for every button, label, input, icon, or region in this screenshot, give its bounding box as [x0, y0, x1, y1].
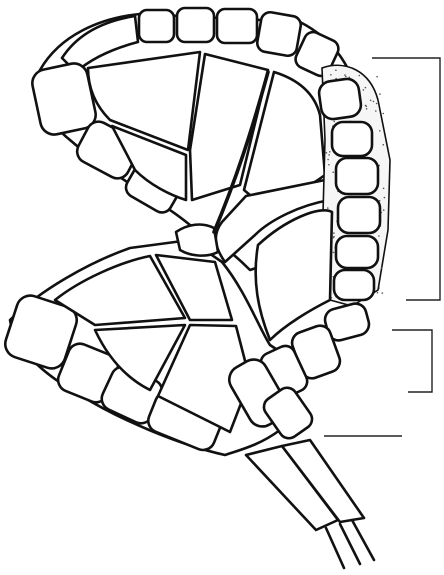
stipple-dot [359, 75, 361, 77]
stipple-dot [383, 188, 385, 190]
stalk-filament [326, 528, 344, 568]
stipple-dot [378, 235, 380, 237]
stipple-dot [381, 267, 383, 269]
column-cell [332, 122, 372, 156]
stipple-dot [333, 232, 335, 234]
upper-row-cell [177, 8, 214, 42]
column-cell [336, 236, 378, 268]
lower-bracket [392, 330, 432, 392]
stipple-dot [383, 144, 385, 146]
lower-column-cell [256, 210, 332, 340]
stipple-dot [333, 236, 335, 238]
stipple-dot [383, 113, 385, 115]
stipple-dot [330, 74, 332, 76]
stipple-dot [326, 152, 328, 154]
stipple-dot [375, 110, 377, 112]
stipple-dot [382, 292, 384, 294]
column-cell [334, 270, 374, 300]
stipple-dot [379, 93, 381, 95]
stipple-dot [335, 69, 337, 71]
stipple-dot [365, 87, 367, 89]
stipple-dot [332, 171, 334, 173]
stipple-dot [327, 207, 329, 209]
upper-row-cell [139, 10, 174, 42]
stipple-dot [379, 130, 381, 132]
stipple-dot [328, 164, 330, 166]
stipple-dot [365, 105, 367, 107]
column-cell [318, 77, 363, 120]
stipple-dot [344, 74, 346, 76]
stipple-dot [376, 103, 378, 105]
upper-row-cell [256, 11, 302, 57]
stipple-dot [377, 292, 379, 294]
stipple-dot [378, 287, 380, 289]
stipple-dot [363, 89, 365, 91]
column-cell [336, 158, 378, 194]
stipple-dot [383, 209, 385, 211]
stipple-dot [328, 154, 330, 156]
hinge-cell [176, 225, 218, 256]
stipple-dot [384, 197, 386, 199]
stipple-dot [373, 101, 375, 103]
stipple-dot [333, 252, 335, 254]
stipple-dot [370, 100, 372, 102]
stipple-dot [366, 108, 368, 110]
stipple-dot [329, 151, 331, 153]
stipple-dot [376, 76, 378, 78]
upper-row-cell [217, 9, 257, 43]
stipple-dot [345, 76, 347, 78]
column-cell [338, 197, 380, 233]
stipple-dot [333, 121, 335, 123]
stipple-dot [327, 159, 329, 161]
